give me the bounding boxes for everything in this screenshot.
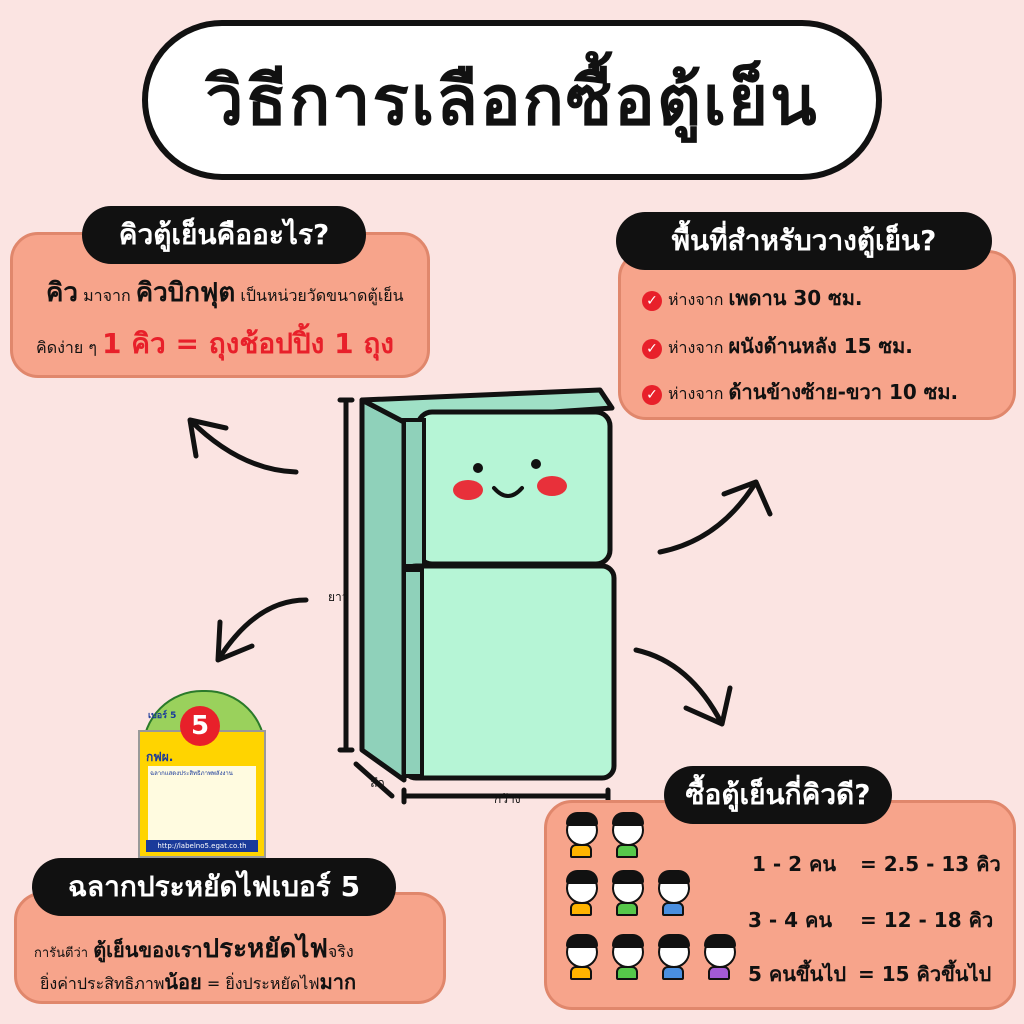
label-line-1: การันตีว่า ตู้เย็นของเราประหยัดไฟจริง bbox=[34, 934, 354, 964]
arrow-up-left-icon bbox=[187, 417, 299, 475]
person-icon bbox=[560, 934, 600, 982]
cubic-line-2: คิดง่าย ๆ 1 คิว = ถุงช้อปปิ้ง 1 ถุง bbox=[36, 327, 394, 360]
dim-width-label: กว้าง bbox=[494, 792, 521, 806]
page-title: วิธีการเลือกซื้อตู้เย็น bbox=[205, 62, 819, 141]
title-banner: วิธีการเลือกซื้อตู้เย็น bbox=[142, 20, 882, 180]
person-icon bbox=[652, 934, 692, 982]
dim-height-label: ยาว bbox=[328, 590, 349, 604]
person-icon bbox=[560, 812, 600, 860]
size-row-2-people: 3 - 4 คน bbox=[748, 908, 833, 932]
person-icon bbox=[698, 934, 738, 982]
person-icon bbox=[606, 812, 646, 860]
check-icon: ✓ bbox=[642, 290, 662, 311]
cubic-line-1: คิว มาจาก คิวบิกฟุต เป็นหน่วยวัดขนาดตู้เ… bbox=[46, 278, 404, 308]
placement-item-3: ✓ห่างจาก ด้านข้างซ้าย-ขวา 10 ซม. bbox=[642, 376, 958, 408]
label-heading: ฉลากประหยัดไฟเบอร์ 5 bbox=[32, 858, 396, 916]
person-icon bbox=[606, 934, 646, 982]
placement-item-2: ✓ห่างจาก ผนังด้านหลัง 15 ซม. bbox=[642, 330, 913, 362]
person-icon bbox=[606, 870, 646, 918]
size-row-1-people: 1 - 2 คน bbox=[752, 852, 837, 876]
label-line-2: ยิ่งค่าประสิทธิภาพน้อย = ยิ่งประหยัดไฟมา… bbox=[40, 970, 357, 994]
person-icon bbox=[560, 870, 600, 918]
arrow-down-left-icon bbox=[215, 597, 309, 663]
check-icon: ✓ bbox=[642, 384, 662, 405]
energy-label-image: 5 เบอร์ 5 กฟผ. ฉลากแสดงประสิทธิภาพพลังงา… bbox=[138, 690, 266, 858]
arrow-down-right-icon bbox=[633, 647, 733, 727]
check-icon: ✓ bbox=[642, 338, 662, 359]
dim-depth-label: ลึก bbox=[370, 776, 385, 790]
person-icon bbox=[652, 870, 692, 918]
size-row-3-people: 5 คนขึ้นไป bbox=[748, 962, 847, 986]
size-guide-heading: ซื้อตู้เย็นกี่คิวดี? bbox=[664, 766, 892, 824]
placement-heading: พื้นที่สำหรับวางตู้เย็น? bbox=[616, 212, 992, 270]
size-row-2-size: = 12 - 18 คิว bbox=[860, 908, 994, 932]
size-row-3-size: = 15 คิวขึ้นไป bbox=[858, 962, 992, 986]
arrow-up-right-icon bbox=[657, 479, 773, 555]
cubic-heading: คิวตู้เย็นคืออะไร? bbox=[82, 206, 366, 264]
size-row-1-size: = 2.5 - 13 คิว bbox=[860, 852, 1001, 876]
placement-item-1: ✓ห่างจาก เพดาน 30 ซม. bbox=[642, 282, 863, 314]
